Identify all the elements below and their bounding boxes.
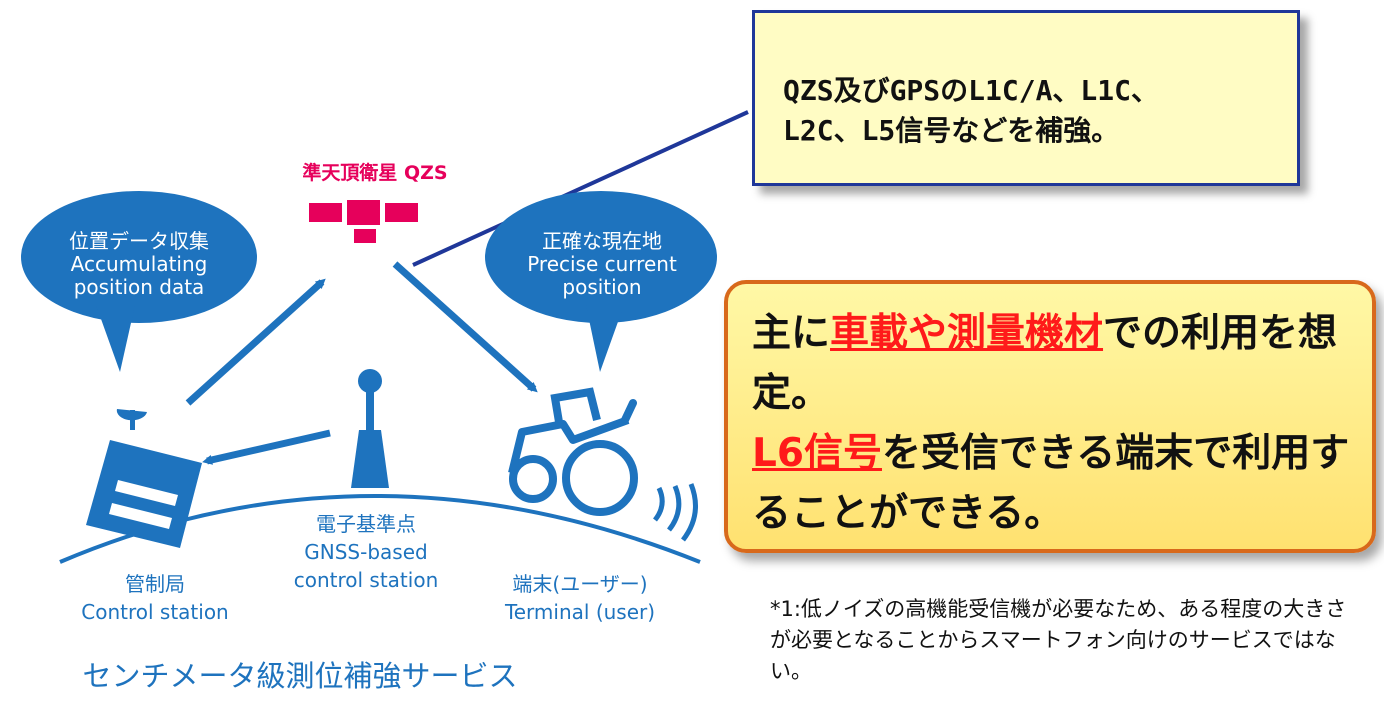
control-station-jp: 管制局 (125, 572, 185, 596)
terminal-jp: 端末(ユーザー) (512, 572, 648, 596)
control-station-icon (86, 409, 202, 548)
bubble-right-jp: 正確な現在地 (542, 229, 662, 253)
terminal-en: Terminal (user) (504, 600, 656, 624)
callout-main: 主に車載や測量機材での利用を想定。 L6信号を受信できる端末で利用することができ… (724, 280, 1376, 553)
connector-line (412, 110, 749, 267)
gnss-station-en1: GNSS-based (304, 540, 428, 564)
callout-main-text: 主に車載や測量機材での利用を想定。 L6信号を受信できる端末で利用することができ… (752, 304, 1362, 544)
service-title: センチメータ級測位補強サービス (82, 659, 518, 693)
callout-top-line1: QZS及びGPSのL1C/A、L1C、 (783, 74, 1160, 107)
speech-bubble-left (21, 191, 257, 372)
callout-main-p2-highlight: L6信号 (752, 431, 882, 476)
callout-main-p1-before: 主に (752, 311, 831, 356)
callout-main-p1-after: での利用を想定。 (752, 311, 1338, 416)
callout-top-line2: L2C、L5信号などを補強。 (783, 114, 1120, 147)
gnss-station-jp: 電子基準点 (316, 512, 416, 536)
callout-top-text: QZS及びGPSのL1C/A、L1C、 L2C、L5信号などを補強。 (783, 71, 1283, 151)
callout-main-paragraph-1: 主に車載や測量機材での利用を想定。 (752, 304, 1362, 424)
qzs-satellite-icon (309, 200, 418, 243)
arrow-to-satellite (185, 278, 326, 406)
callout-main-p2-after: を受信できる端末で利用することができる。 (752, 431, 1350, 536)
terminal-label: 端末(ユーザー) Terminal (user) (470, 570, 690, 626)
gnss-station-label: 電子基準点 GNSS-based control station (256, 510, 476, 594)
flow-arrows (185, 261, 538, 465)
callout-main-p1-highlight: 車載や測量機材 (830, 311, 1104, 356)
gnss-station-icon (351, 369, 389, 488)
gnss-station-en2: control station (293, 568, 439, 592)
control-station-en: Control station (81, 600, 229, 624)
callout-main-paragraph-2: L6信号を受信できる端末で利用することができる。 (752, 424, 1362, 544)
footnote: *1:低ノイズの高機能受信機が必要なため、ある程度の大きさが必要となることからス… (770, 597, 1347, 683)
bubble-left-en1: Accumulating (70, 252, 208, 276)
bubble-left-en2: position data (73, 275, 205, 299)
speech-bubble-right (485, 191, 717, 372)
bubble-right-en2: position (562, 275, 642, 299)
arrow-to-terminal (392, 261, 538, 393)
bubble-left-text: 位置データ収集 Accumulating position data (34, 230, 244, 299)
tractor-terminal-icon (508, 387, 698, 542)
bubble-right-text: 正確な現在地 Precise current position (492, 230, 712, 299)
arrow-to-control-station (202, 429, 331, 465)
qzs-label: 準天頂衛星 QZS (302, 162, 448, 184)
control-station-label: 管制局 Control station (50, 570, 260, 626)
bubble-right-en1: Precise current (527, 252, 677, 276)
callout-top: QZS及びGPSのL1C/A、L1C、 L2C、L5信号などを補強。 (752, 10, 1300, 186)
bubble-left-jp: 位置データ収集 (69, 229, 209, 253)
